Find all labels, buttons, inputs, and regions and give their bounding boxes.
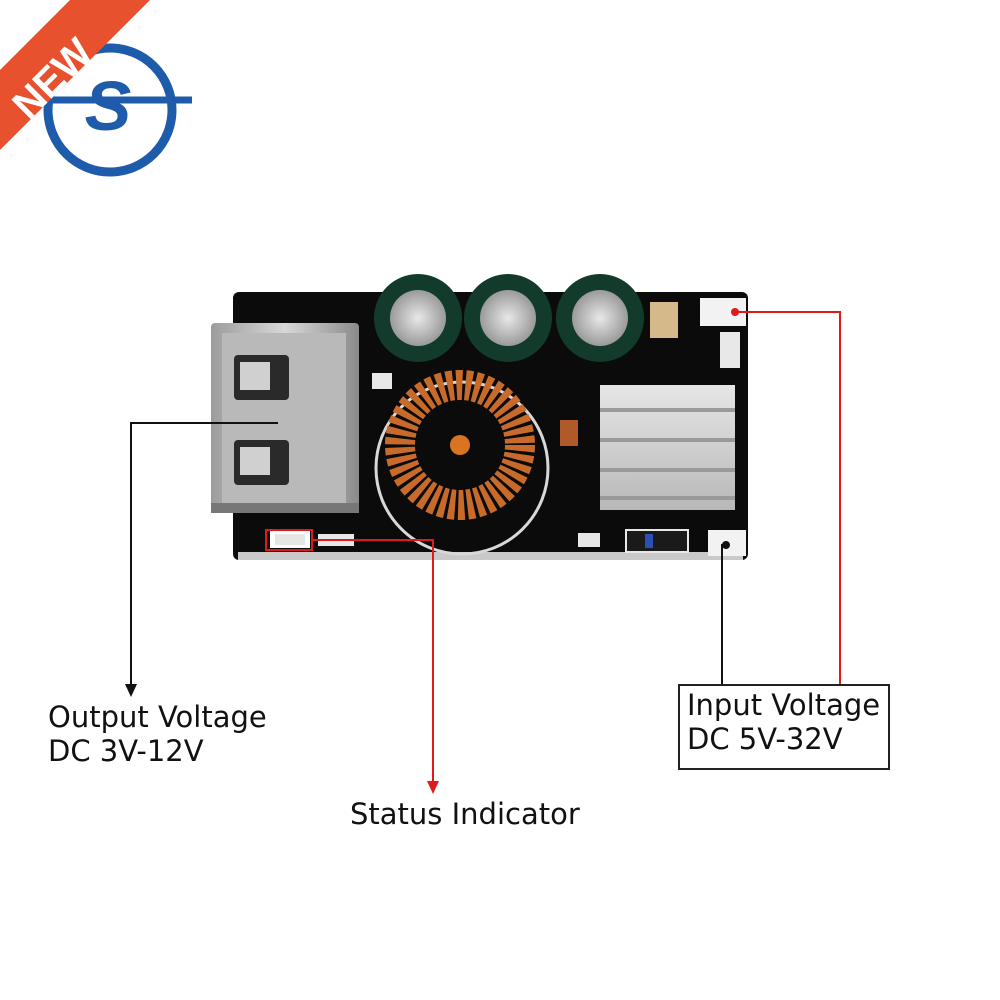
- heatsink: [600, 385, 735, 510]
- svg-text:S: S: [85, 67, 132, 145]
- new-badge: S NEW: [0, 0, 192, 177]
- input-voltage-label: Input Voltage DC 5V-32V: [687, 688, 880, 756]
- toroid-inductor: [374, 370, 550, 556]
- output-voltage-range: DC 3V-12V: [48, 734, 204, 768]
- input-positive-line: [731, 308, 841, 684]
- status-callout-line: [265, 529, 439, 794]
- capacitors: [374, 274, 644, 362]
- output-voltage-title: Output Voltage: [48, 700, 267, 734]
- input-voltage-title: Input Voltage: [687, 688, 881, 722]
- status-indicator-label: Status Indicator: [350, 797, 580, 831]
- input-voltage-box: [678, 684, 890, 770]
- usb-port: [211, 323, 359, 513]
- input-negative-line: [721, 541, 730, 684]
- output-callout-line: [125, 422, 278, 697]
- input-voltage-range: DC 5V-32V: [687, 722, 843, 756]
- logo-icon: S: [40, 43, 192, 177]
- new-ribbon: [0, 0, 150, 150]
- output-voltage-label: Output Voltage DC 3V-12V: [48, 700, 267, 768]
